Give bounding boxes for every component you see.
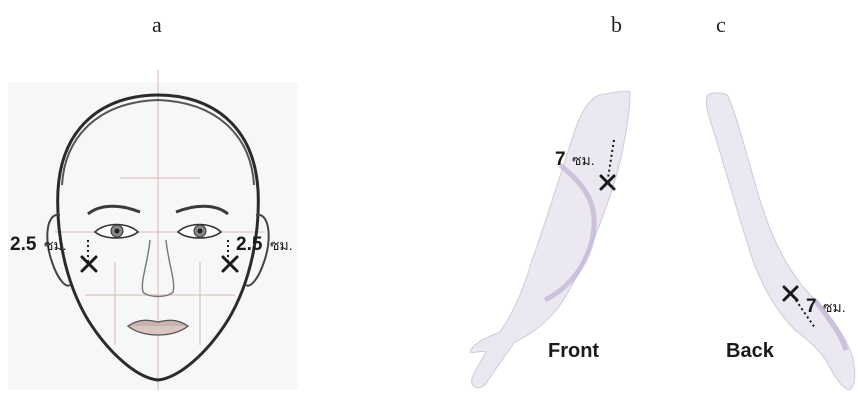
front-value: 7	[555, 149, 566, 170]
face-left-value: 2.5	[10, 234, 37, 255]
back-caption: Back	[726, 340, 775, 362]
front-arm-illustration: 7 ซม. Front	[470, 91, 630, 387]
back-arm-illustration: 7 ซม. Back	[706, 93, 855, 390]
back-unit: ซม.	[823, 299, 846, 315]
face-illustration: 2.5 ซม. 2.5 ซม.	[8, 70, 298, 390]
face-left-unit: ซม.	[44, 237, 67, 253]
back-value: 7	[806, 296, 817, 317]
face-right-value: 2.5	[236, 234, 263, 255]
face-right-unit: ซม.	[270, 237, 293, 253]
front-caption: Front	[548, 340, 599, 362]
front-unit: ซม.	[572, 152, 595, 168]
